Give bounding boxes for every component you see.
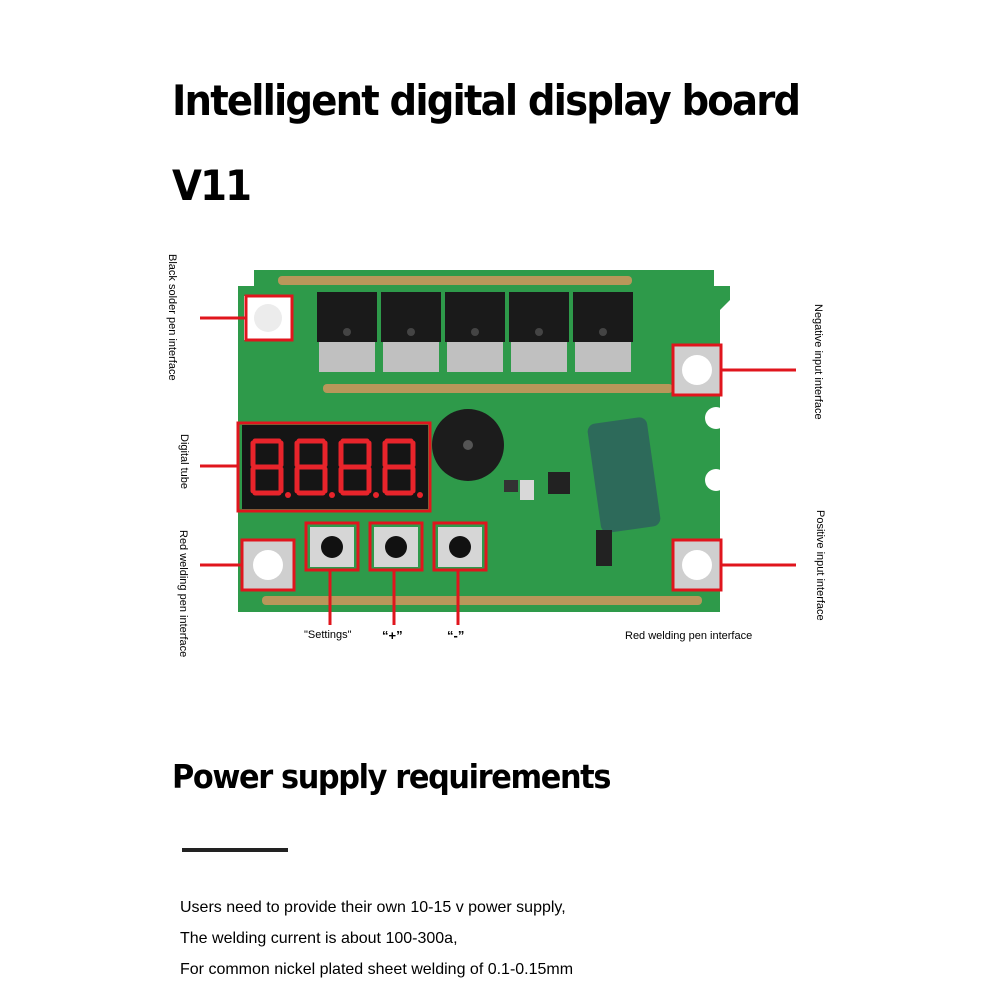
requirement-line: The welding current is about 100-300a, bbox=[180, 930, 458, 947]
copper-rail-top bbox=[278, 276, 632, 285]
label-black-pen: Black solder pen interface bbox=[166, 254, 178, 381]
title-underline bbox=[182, 848, 288, 852]
copper-rail-middle bbox=[323, 384, 673, 393]
mount-hole bbox=[705, 469, 727, 491]
settings-button[interactable] bbox=[310, 527, 354, 567]
mosfet-row bbox=[317, 292, 633, 372]
display-digit-2 bbox=[294, 438, 328, 496]
callout-lines bbox=[200, 316, 796, 625]
minus-button[interactable] bbox=[438, 527, 482, 567]
chip bbox=[548, 472, 570, 494]
label-positive-input: Positive input interface bbox=[814, 510, 826, 621]
requirements-title: Power supply requirements bbox=[172, 757, 611, 796]
label-minus: “-” bbox=[447, 628, 465, 643]
mount-hole bbox=[705, 407, 727, 429]
electrolytic-capacitor bbox=[587, 417, 661, 533]
label-settings: "Settings" bbox=[304, 629, 352, 641]
version-title: V11 bbox=[172, 161, 252, 210]
display-digit-3 bbox=[338, 438, 372, 496]
main-title: Intelligent digital display board bbox=[172, 76, 801, 125]
display-digit-4 bbox=[382, 438, 416, 496]
label-plus: “+” bbox=[382, 628, 403, 643]
plus-button[interactable] bbox=[374, 527, 418, 567]
requirement-line: Users need to provide their own 10-15 v … bbox=[180, 899, 566, 916]
label-red-pen-left: Red welding pen interface bbox=[177, 530, 189, 658]
highlight-boxes bbox=[236, 294, 723, 592]
copper-rail-bottom bbox=[262, 596, 702, 605]
display-digit-1 bbox=[250, 438, 284, 496]
label-digital-tube: Digital tube bbox=[178, 434, 190, 490]
requirement-line: For common nickel plated sheet welding o… bbox=[180, 961, 574, 978]
label-negative-input: Negative input interface bbox=[812, 304, 824, 420]
label-red-pen-right: Red welding pen interface bbox=[625, 630, 753, 642]
